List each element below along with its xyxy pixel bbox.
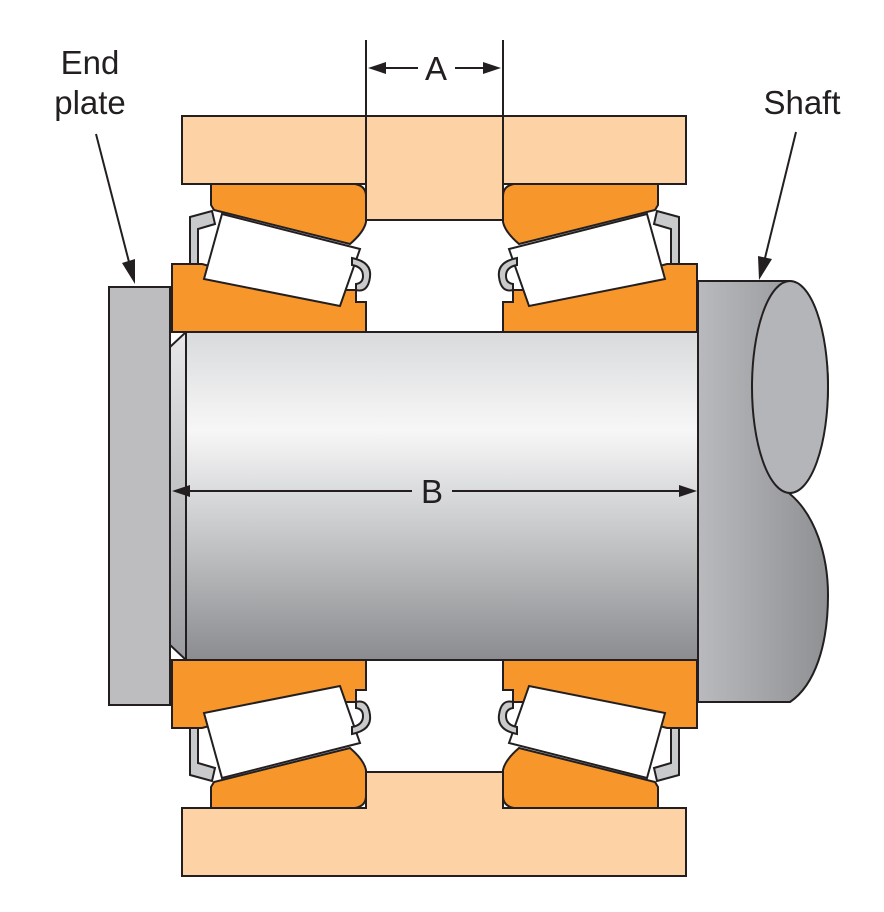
shaft-chamfer (169, 329, 187, 663)
bearing-bottom-right (497, 659, 698, 809)
dimension-a-arrow-right (483, 62, 501, 74)
dimension-a-label: A (425, 50, 447, 87)
shaft-leader-arrow (758, 256, 772, 280)
shaft (169, 280, 830, 703)
cup (502, 183, 659, 246)
shaft-leader-line (764, 131, 797, 259)
roller (202, 684, 362, 780)
shaft-main (185, 331, 699, 661)
cup (502, 746, 659, 809)
cage-clip (497, 256, 518, 292)
shaft-label: Shaft (763, 84, 840, 121)
end-plate-label-line1: End (61, 44, 120, 81)
bearing-bottom-left (171, 659, 372, 809)
end-plate-callout: End plate (54, 44, 135, 284)
cup (210, 746, 367, 809)
cage (652, 727, 680, 783)
shaft-callout: Shaft (758, 84, 841, 280)
cage-clip (497, 700, 518, 736)
shaft-end-face (751, 280, 829, 494)
roller (507, 212, 667, 308)
dimension-a-arrow-left (368, 62, 386, 74)
roller (202, 212, 362, 308)
bearing-top-left (171, 183, 372, 333)
dimension-b-arrow-right (679, 485, 697, 497)
cage-clip (351, 256, 372, 292)
end-plate-leader-arrow (122, 259, 135, 284)
dimension-b-arrow-left (172, 485, 190, 497)
bearing-top-right (497, 183, 698, 333)
cage (189, 727, 217, 783)
dimension-b-label: B (421, 473, 443, 510)
cup (210, 183, 367, 246)
cage (652, 209, 680, 265)
roller (507, 684, 667, 780)
end-plate (108, 286, 171, 706)
cage-clip (351, 700, 372, 736)
dimension-b: B (172, 473, 697, 510)
dimension-a: A (365, 40, 504, 184)
end-plate-label-line2: plate (54, 84, 126, 121)
cage (189, 209, 217, 265)
end-plate-leader-line (95, 133, 130, 263)
